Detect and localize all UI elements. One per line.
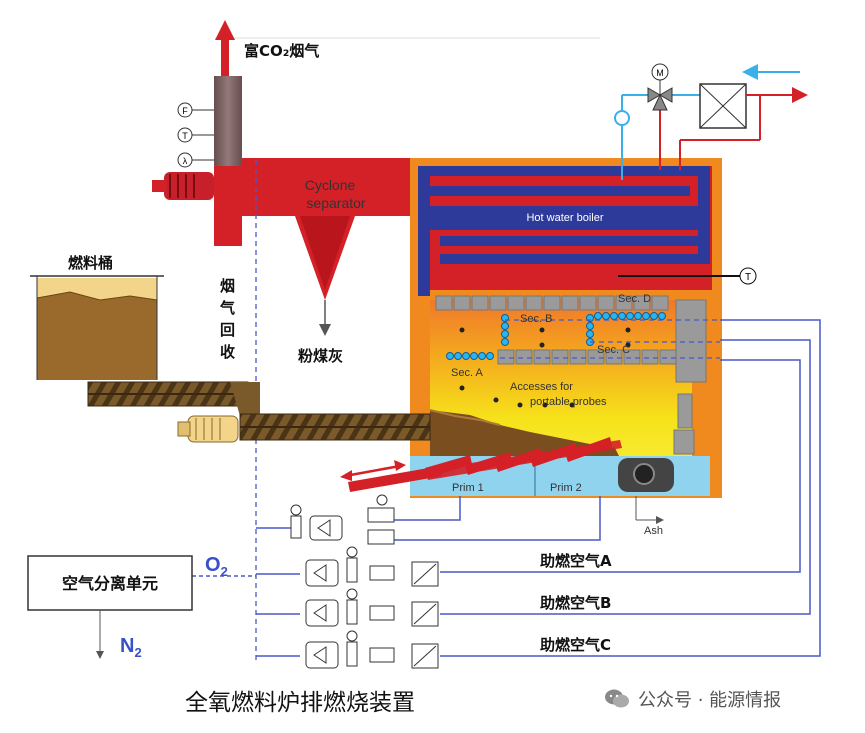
screw-feeder-1 (87, 381, 249, 407)
hot-water-boiler: Hot water boiler (418, 166, 710, 296)
svg-text:收: 收 (220, 343, 235, 361)
probe-markers (459, 327, 631, 408)
refractory-blocks (435, 295, 707, 455)
svg-text:Cyclone: Cyclone (305, 177, 356, 193)
air-a-label: 助燃空气A (540, 552, 612, 570)
o2-label: O2 (205, 554, 228, 579)
watermark: 公众号 · 能源情报 (604, 686, 781, 712)
sensor-lambda-icon: λ (177, 152, 214, 168)
motor-icon (177, 415, 239, 443)
sensor-f-icon: F (177, 102, 214, 118)
sensor-t-furnace-icon: T (618, 267, 757, 285)
fan-icon (152, 172, 214, 200)
svg-text:F: F (182, 106, 188, 116)
screw-feeder-2 (239, 413, 431, 441)
svg-text:烟: 烟 (220, 277, 235, 295)
flue-gas-outlet: 富CO₂烟气 (215, 20, 319, 76)
flowmeter-icon (614, 110, 630, 126)
air-train-c (305, 630, 439, 669)
prim1-label: Prim 1 (452, 482, 484, 494)
accesses-label-2: portable probes (530, 396, 607, 408)
valve-icon: M (647, 63, 673, 111)
air-train-primary (290, 494, 395, 545)
sec-c-label: Sec. C (597, 344, 630, 356)
grate-motion-arrow (340, 460, 406, 481)
flue-gas-label: 富CO₂烟气 (244, 42, 319, 60)
watermark-text: 公众号 · 能源情报 (638, 690, 782, 711)
ash-auger (618, 458, 674, 492)
moving-grate (348, 437, 622, 492)
svg-text:separator: separator (306, 195, 365, 211)
svg-text:气: 气 (219, 299, 235, 317)
accesses-label-1: Accesses for (510, 381, 573, 393)
sec-a-label: Sec. A (451, 367, 483, 379)
sec-d-label: Sec. D (618, 293, 651, 305)
fuel-bin-label: 燃料桶 (68, 254, 113, 272)
air-supply-piping (192, 319, 821, 657)
air-train-b (305, 588, 439, 627)
ash-label: Ash (644, 525, 663, 537)
svg-text:Hot water boiler: Hot water boiler (526, 212, 603, 224)
svg-text:λ: λ (183, 156, 188, 166)
air-train-a (305, 546, 439, 587)
sensor-t-icon: T (177, 127, 214, 143)
prim2-label: Prim 2 (550, 482, 582, 494)
wechat-icon (604, 688, 630, 710)
air-b-label: 助燃空气B (540, 594, 611, 612)
hot-water-circuit: M (614, 63, 808, 180)
figure-caption: 全氧燃料炉排燃烧装置 (185, 690, 415, 716)
air-c-label: 助燃空气C (540, 636, 611, 654)
fuel-bin: 燃料桶 (30, 254, 164, 380)
flue-recovery-label: 烟 气 回 收 (219, 277, 235, 361)
fly-ash-label: 粉煤灰 (298, 347, 343, 365)
heat-exchanger-icon (699, 83, 747, 129)
svg-text:回: 回 (220, 321, 235, 339)
air-separation-unit: 空气分离单元 (27, 555, 193, 611)
n2-label: N2 (120, 635, 142, 660)
svg-text:T: T (182, 131, 188, 141)
svg-text:空气分离单元: 空气分离单元 (62, 574, 158, 593)
flue-duct (242, 158, 412, 216)
svg-text:M: M (656, 68, 664, 78)
sec-b-label: Sec. B (520, 313, 552, 325)
svg-text:T: T (745, 272, 751, 283)
